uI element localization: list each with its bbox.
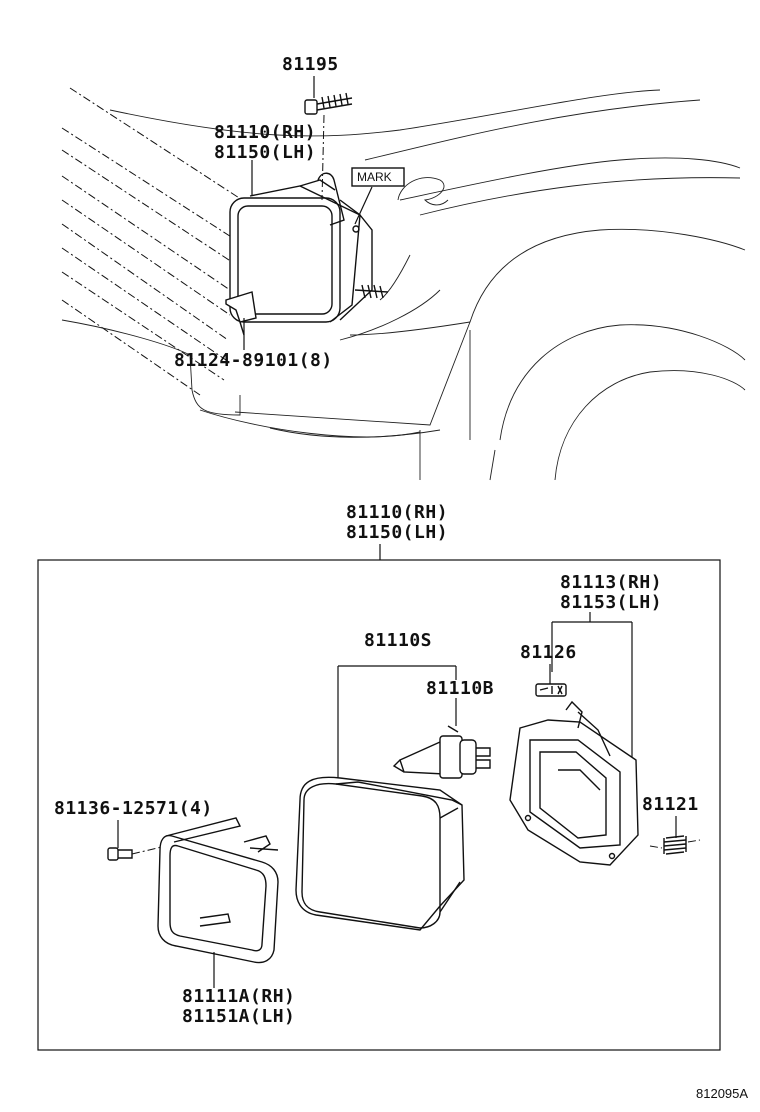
label-screw: 81136-12571(4) xyxy=(54,798,213,819)
exploded-view-frame xyxy=(37,559,721,1051)
headlamp-installed xyxy=(229,172,389,323)
label-frame-rh: 81111A(RH) xyxy=(182,986,295,1007)
label-cap: 81126 xyxy=(520,642,577,663)
label-frame-lh: 81151A(LH) xyxy=(182,1006,295,1027)
label-housing-rh: 81113(RH) xyxy=(560,572,662,593)
bolt-icon xyxy=(304,92,353,201)
spring-icon xyxy=(649,835,701,855)
label-81195: 81195 xyxy=(282,54,339,75)
mark-box xyxy=(351,167,405,187)
lens-unit xyxy=(295,776,465,931)
label-spring: 81121 xyxy=(642,794,699,815)
label-housing-lh: 81153(LH) xyxy=(560,592,662,613)
label-headlamp-rh: 81110(RH) xyxy=(214,122,316,143)
vehicle-body-outline xyxy=(61,87,746,481)
label-headlamp-lh: 81150(LH) xyxy=(214,142,316,163)
screw-icon xyxy=(107,845,167,861)
bulb-icon xyxy=(392,725,491,779)
clip-icon xyxy=(225,291,257,336)
diagram-code: 812095A xyxy=(696,1086,748,1101)
label-unit: 81110S xyxy=(364,630,432,651)
cap-icon xyxy=(535,683,567,697)
label-bulb: 81110B xyxy=(426,678,494,699)
retaining-frame xyxy=(157,817,279,964)
label-clip: 81124-89101(8) xyxy=(174,350,333,371)
label-mark: MARK xyxy=(357,170,392,184)
label-assy-lh: 81150(LH) xyxy=(346,522,448,543)
label-assy-rh: 81110(RH) xyxy=(346,502,448,523)
headlamp-housing xyxy=(509,700,639,866)
